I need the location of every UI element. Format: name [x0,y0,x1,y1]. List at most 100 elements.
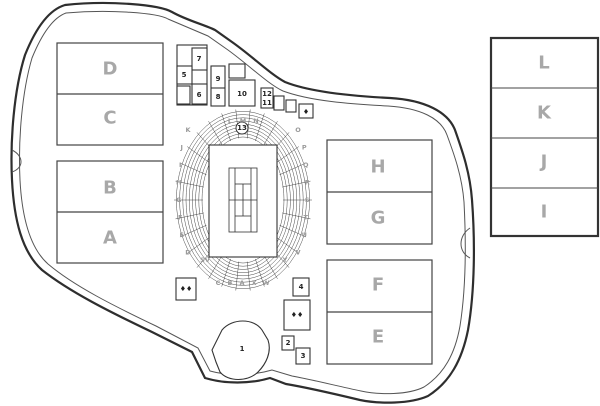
seating-aisle [179,162,207,175]
hall-g-label[interactable]: G [371,208,386,229]
seating-aisle [275,146,299,164]
hall-i-label[interactable]: I [541,202,548,223]
room-2[interactable] [281,335,295,351]
room-3-label: 3 [301,352,306,360]
section-v-label[interactable]: V [295,249,300,257]
room-1[interactable] [211,320,270,381]
seating-aisle [208,121,224,147]
room-13-label: 13 [237,124,247,132]
room-4-label: 4 [299,283,304,291]
seating-aisle [187,146,211,164]
section-x-label[interactable]: X [251,279,256,287]
hall-e-label[interactable]: E [372,327,384,348]
section-k-label[interactable]: K [185,126,191,134]
section-p-label[interactable]: P [302,144,307,152]
section-i-label[interactable]: I [179,161,181,169]
seating-aisle [187,236,211,254]
seating-aisle [262,121,278,147]
section-t-label[interactable]: T [304,214,309,222]
section-b-label[interactable]: B [228,279,233,287]
section-w-label[interactable]: W [262,279,269,287]
seating-aisle [279,162,307,175]
section-m-label[interactable]: M [240,117,246,125]
section-u-label[interactable]: U [302,231,307,239]
side-halls-panel [489,36,600,238]
building-outline [10,1,475,404]
service-room-c [273,95,285,111]
seating-aisle [246,261,251,291]
room-13-marker[interactable] [235,121,249,135]
hall-l-label[interactable]: L [538,53,549,74]
service-room-a [176,85,191,105]
hall-c-label[interactable]: C [103,108,116,129]
room-7-label: 7 [197,55,202,63]
room-block-8-9 [210,65,226,107]
section-c-label[interactable]: C [216,279,221,287]
room-11-label[interactable]: 11 [262,99,272,107]
hall-h-label[interactable]: H [370,157,385,178]
seating-aisle [279,225,307,238]
hall-b-label[interactable]: B [103,178,117,199]
seating-aisle [221,113,231,142]
room-block-11-12 [260,87,274,109]
restroom-south-icon: ♦♦ [291,311,304,319]
seating-aisle [208,253,224,279]
hall-f-label[interactable]: F [372,275,384,296]
seating-aisle [175,180,204,188]
seating-aisle [255,113,265,142]
section-o-label[interactable]: O [295,126,301,134]
room-5-label: 5 [182,71,187,79]
section-j-label[interactable]: J [180,144,183,152]
room-12-label[interactable]: 12 [262,90,272,98]
seating-aisle [255,258,265,287]
section-y-label[interactable]: Y [282,256,288,264]
room-2-label: 2 [286,339,291,347]
restroom-south [283,299,311,331]
room-4[interactable] [292,277,310,297]
room-10-label: 10 [237,90,247,98]
room-6[interactable] [191,83,208,105]
restroom-north [298,103,314,119]
seating-aisle [262,253,278,279]
room-8-label[interactable]: 8 [216,93,221,101]
service-room-b [228,63,246,79]
hall-j-label[interactable]: J [539,152,548,173]
room-9-label[interactable]: 9 [216,75,221,83]
restroom-southwest-icon: ♦♦ [180,285,193,293]
section-q-label[interactable]: Q [303,161,309,169]
room-1-label: 1 [240,345,245,353]
section-e-label[interactable]: E [180,231,184,239]
section-s-label[interactable]: S [305,196,310,204]
section-g-label[interactable]: G [176,196,181,204]
seating-aisle [282,212,311,220]
room-10[interactable] [228,79,256,107]
section-h-label[interactable]: H [176,179,181,187]
hall-a-label[interactable]: A [103,228,117,249]
section-f-label[interactable]: F [178,214,182,222]
room-5[interactable] [176,65,193,85]
section-d-label[interactable]: D [185,249,191,257]
seating-aisle [246,109,251,139]
section-a-label[interactable]: A [239,279,244,287]
restroom-north-icon: ♦ [303,108,309,116]
section-n-label[interactable]: N [253,117,258,125]
restroom-southwest [175,277,197,301]
room-7[interactable] [191,47,208,71]
hall-d-label[interactable]: D [103,59,118,80]
seating-aisle [235,261,240,291]
hall-k-label[interactable]: K [537,103,552,124]
section-sv-label[interactable]: SV [200,256,210,264]
seating-aisle [275,236,299,254]
seating-aisle [282,180,311,188]
room-3[interactable] [295,347,311,365]
section-l-label[interactable]: L [228,117,232,125]
seating-aisle [221,258,231,287]
room-6-label: 6 [197,91,202,99]
section-r-label[interactable]: R [305,179,310,187]
east-alcove [460,227,471,259]
building-inner-outline [19,10,466,395]
